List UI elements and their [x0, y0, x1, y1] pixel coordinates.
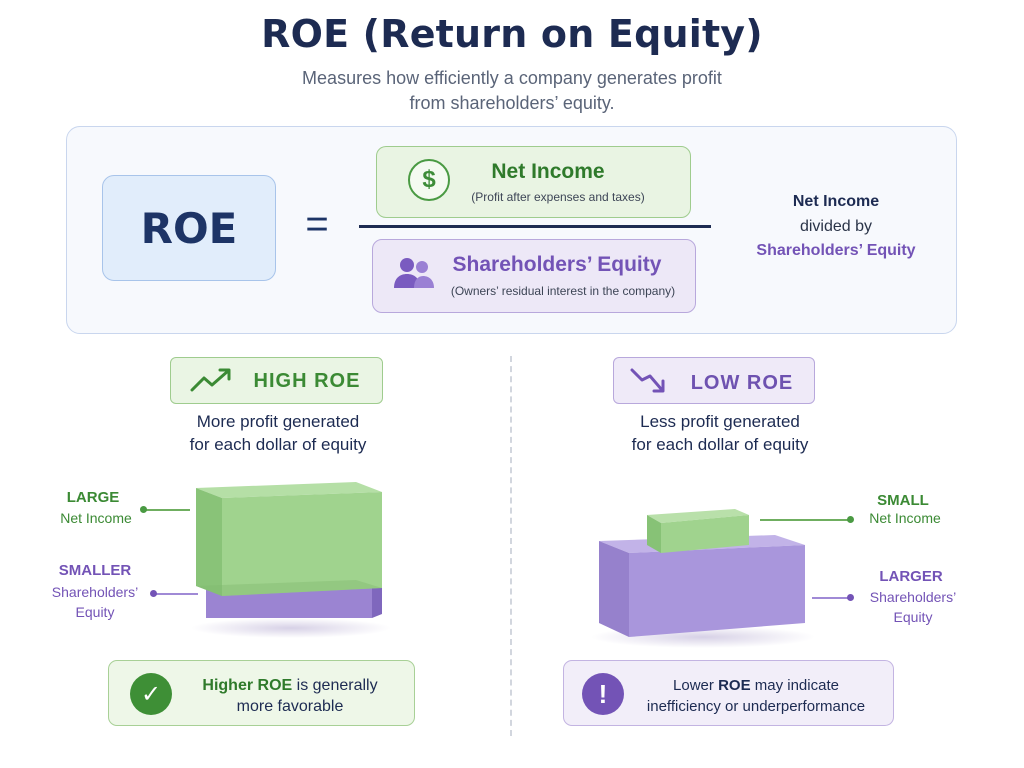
high-roe-conclusion: Higher ROE is generally more favorable: [186, 675, 394, 717]
explanation-middle: divided by: [799, 218, 873, 235]
low-income-connector-dot: [847, 516, 854, 523]
high-roe-blocks: [191, 482, 391, 638]
high-conclusion-rest: is generally: [292, 677, 378, 694]
low-equity-sub-line-1: Shareholders’: [869, 589, 957, 605]
low-conclusion-bold: ROE: [718, 677, 751, 694]
high-roe-badge-label: HIGH ROE: [253, 370, 361, 392]
numerator-note: (Profit after expenses and taxes): [471, 190, 645, 204]
roe-result-box: ROE: [102, 175, 276, 281]
people-icon: [394, 258, 434, 288]
low-income-callout-title: SMALL: [877, 492, 929, 509]
low-roe-description: Less profit generated for each dollar of…: [600, 410, 840, 456]
numerator-label: Net Income: [491, 160, 605, 183]
high-conclusion-bold: Higher ROE: [202, 677, 293, 694]
high-desc-line-2: for each dollar of equity: [189, 435, 367, 454]
high-conclusion-line-2: more favorable: [236, 698, 344, 715]
low-roe-badge-label: LOW ROE: [690, 372, 794, 394]
low-roe-conclusion: Lower ROE may indicate inefficiency or u…: [632, 675, 880, 717]
low-roe-blocks: [591, 509, 815, 648]
income-block-large: [196, 482, 382, 596]
low-equity-callout-sub: Shareholders’ Equity: [860, 587, 966, 627]
income-block-small: [647, 509, 749, 553]
high-income-connector: [144, 509, 190, 511]
low-equity-callout-title: LARGER: [879, 568, 943, 585]
high-equity-connector-dot: [150, 590, 157, 597]
high-equity-sub-line-1: Shareholders’: [51, 584, 139, 600]
trend-down-icon: [630, 368, 665, 393]
low-conclusion-line-2: inefficiency or underperformance: [646, 698, 866, 715]
low-roe-conclusion-box: [563, 660, 894, 726]
fraction-bar: [359, 225, 711, 228]
low-conclusion-rest: may indicate: [750, 677, 839, 694]
low-equity-sub-line-2: Equity: [893, 609, 933, 625]
high-income-connector-dot: [140, 506, 147, 513]
explanation-bottom: Shareholders’ Equity: [756, 242, 916, 259]
high-equity-sub-line-2: Equity: [75, 604, 115, 620]
low-desc-line-1: Less profit generated: [640, 412, 800, 431]
page-subtitle: Measures how efficiently a company gener…: [262, 66, 762, 116]
low-desc-line-2: for each dollar of equity: [631, 435, 809, 454]
check-icon: ✓: [130, 673, 172, 715]
exclamation-icon: !: [582, 673, 624, 715]
subtitle-line-2: from shareholders’ equity.: [409, 93, 615, 113]
subtitle-line-1: Measures how efficiently a company gener…: [302, 68, 722, 88]
high-roe-description: More profit generated for each dollar of…: [160, 410, 396, 456]
high-equity-callout-sub: Shareholders’ Equity: [42, 582, 148, 622]
low-income-callout-sub: Net Income: [869, 510, 941, 526]
low-income-connector: [760, 519, 850, 521]
high-equity-connector: [154, 593, 198, 595]
high-income-callout-sub: Net Income: [60, 510, 132, 526]
denominator-box: [372, 239, 696, 313]
denominator-note: (Owners’ residual interest in the compan…: [450, 284, 676, 298]
equity-block-large: [599, 535, 805, 637]
denominator-label: Shareholders’ Equity: [452, 253, 662, 276]
low-roe-badge: [613, 357, 815, 404]
explanation-top: Net Income: [792, 193, 880, 210]
page-title: ROE (Return on Equity): [261, 12, 763, 56]
high-desc-line-1: More profit generated: [196, 412, 360, 431]
high-income-callout-title: LARGE: [66, 489, 120, 506]
low-equity-connector: [812, 597, 850, 599]
equals-sign: =: [305, 202, 329, 246]
low-conclusion-pre: Lower: [673, 677, 719, 694]
high-equity-callout-title: SMALLER: [58, 562, 132, 579]
low-equity-connector-dot: [847, 594, 854, 601]
dollar-icon: $: [408, 159, 450, 201]
trend-up-icon: [190, 368, 231, 392]
section-divider: [510, 356, 512, 736]
